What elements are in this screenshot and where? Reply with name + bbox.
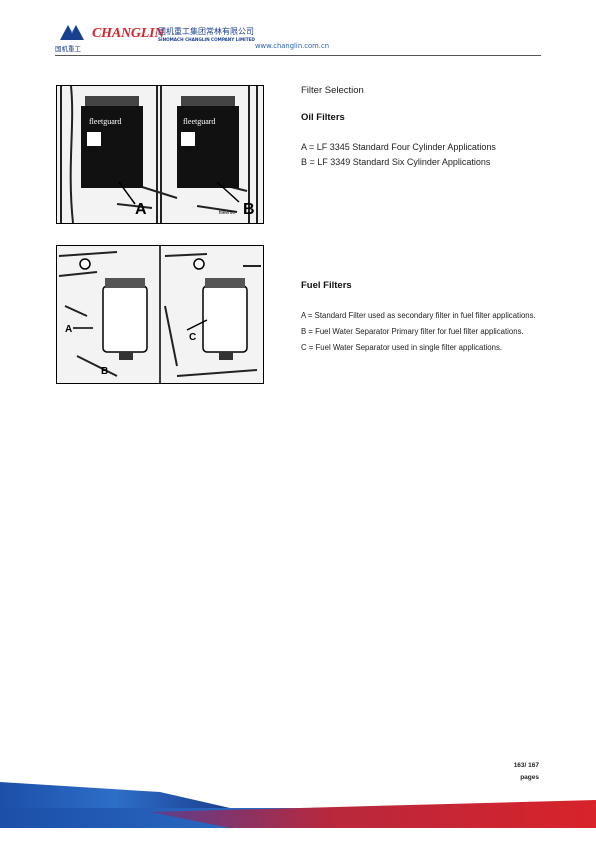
oil-label-b: B: [243, 201, 255, 218]
section-title: Filter Selection: [301, 85, 364, 96]
changlin-logo-icon: [60, 25, 84, 40]
oil-filters-heading: Oil Filters: [301, 112, 345, 123]
fuel-filters-illustration: A B C: [57, 246, 263, 383]
fuel-label-b: B: [101, 366, 108, 377]
fuel-filter-line-c: C = Fuel Water Separator used in single …: [301, 342, 503, 352]
fuel-label-a: A: [65, 324, 72, 335]
fuel-filter-line-b: B = Fuel Water Separator Primary filter …: [301, 326, 524, 336]
company-name-cn: 国机重工集团常林有限公司: [158, 27, 254, 36]
fuel-filters-description: A = Standard Filter used as secondary fi…: [301, 308, 539, 355]
fuel-label-c: C: [189, 332, 196, 343]
fuel-filters-figure: A B C: [56, 245, 264, 384]
page-number: 163/ 167 pages: [514, 760, 539, 784]
oil-label-a: A: [135, 201, 147, 218]
oil-filter-b-brand: fleetguard: [183, 117, 215, 126]
logo-wordmark: CHANGLIN: [92, 26, 165, 41]
oil-filters-illustration: fleetguard fleetguard A B fileeme: [57, 86, 263, 223]
oil-filter-a-brand: fleetguard: [89, 117, 121, 126]
fuel-filters-heading: Fuel Filters: [301, 280, 352, 291]
oil-figure-code: fileeme: [219, 210, 235, 216]
header-divider: [55, 55, 541, 56]
footer-decoration: [0, 782, 596, 842]
fuel-filter-line-a: A = Standard Filter used as secondary fi…: [301, 311, 536, 320]
oil-filter-line-a: A = LF 3345 Standard Four Cylinder Appli…: [301, 142, 496, 152]
page-header: 国机重工 CHANGLIN 国机重工集团常林有限公司 SINOMACH CHAN…: [0, 0, 596, 60]
oil-filter-line-b: B = LF 3349 Standard Six Cylinder Applic…: [301, 157, 491, 167]
page-label: pages: [520, 774, 539, 781]
logo-caption: 国机重工: [55, 45, 81, 53]
oil-filters-figure: fleetguard fleetguard A B fileeme: [56, 85, 264, 224]
page-count: 163/ 167: [513, 762, 539, 769]
company-name-en: SINOMACH CHANGLIN COMPANY LIMITED: [158, 37, 255, 42]
website-link[interactable]: www.changlin.com.cn: [255, 42, 330, 50]
